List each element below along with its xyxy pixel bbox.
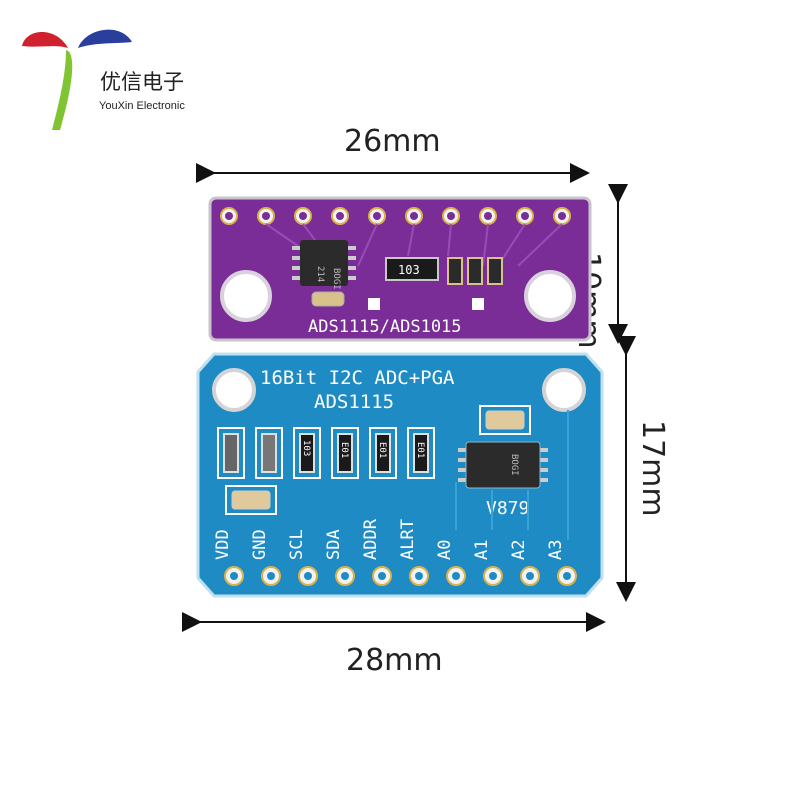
blue-resistor-1: 103: [301, 440, 311, 456]
blue-board-model: ADS1115: [314, 391, 394, 413]
bottom-height-label: 17mm: [635, 420, 670, 517]
logo-leaf-icon: [22, 29, 132, 130]
pin-label-alrt: ALRT: [398, 519, 418, 560]
pin-labels: VDD GND SCL SDA ADDR ALRT A0 A1 A2 A3: [213, 518, 566, 560]
pin-label-gnd: GND: [250, 529, 270, 560]
pin-label-vdd: VDD: [213, 529, 233, 560]
blue-ic-chip: BOGI: [458, 441, 548, 489]
brand-logo: [16, 22, 136, 137]
blue-chip-label: V879: [486, 498, 529, 519]
top-width-label: 26mm: [344, 124, 441, 159]
purple-ic-chip: BOGI 214: [292, 240, 356, 290]
blue-pcb-board: 16Bit I2C ADC+PGA ADS1115 103 E01 E01 E0…: [196, 352, 604, 598]
pin-label-scl: SCL: [287, 529, 307, 560]
pin-label-a1: A1: [472, 540, 492, 560]
purple-board-label: ADS1115/ADS1015: [308, 317, 462, 337]
resistor-array: 103: [385, 257, 439, 281]
resistor-array-value: 103: [398, 263, 420, 277]
purple-chip-marking-1: BOGI: [331, 268, 341, 290]
pin-label-addr: ADDR: [361, 518, 381, 560]
purple-pcb-board: BOGI 214 103 ADS1115/ADS1015: [208, 196, 592, 342]
brand-name-en: YouXin Electronic: [99, 100, 185, 112]
blue-chip-marking: BOGI: [509, 454, 519, 476]
purple-chip-marking-2: 214: [315, 266, 325, 282]
blue-header-pads: [224, 566, 577, 586]
blue-board-title: 16Bit I2C ADC+PGA: [260, 367, 455, 389]
blue-smd-components: 103 E01 E01 E01: [217, 405, 531, 515]
pin-label-a0: A0: [435, 540, 455, 560]
blue-resistor-2: E01: [339, 442, 349, 458]
blue-resistor-4: E01: [415, 442, 425, 458]
bottom-width-label: 28mm: [346, 643, 443, 678]
pin-label-sda: SDA: [324, 529, 344, 560]
pin-label-a3: A3: [546, 540, 566, 560]
brand-name-cn: 优信电子: [100, 70, 184, 94]
pin-label-a2: A2: [509, 540, 529, 560]
blue-resistor-3: E01: [377, 442, 387, 458]
